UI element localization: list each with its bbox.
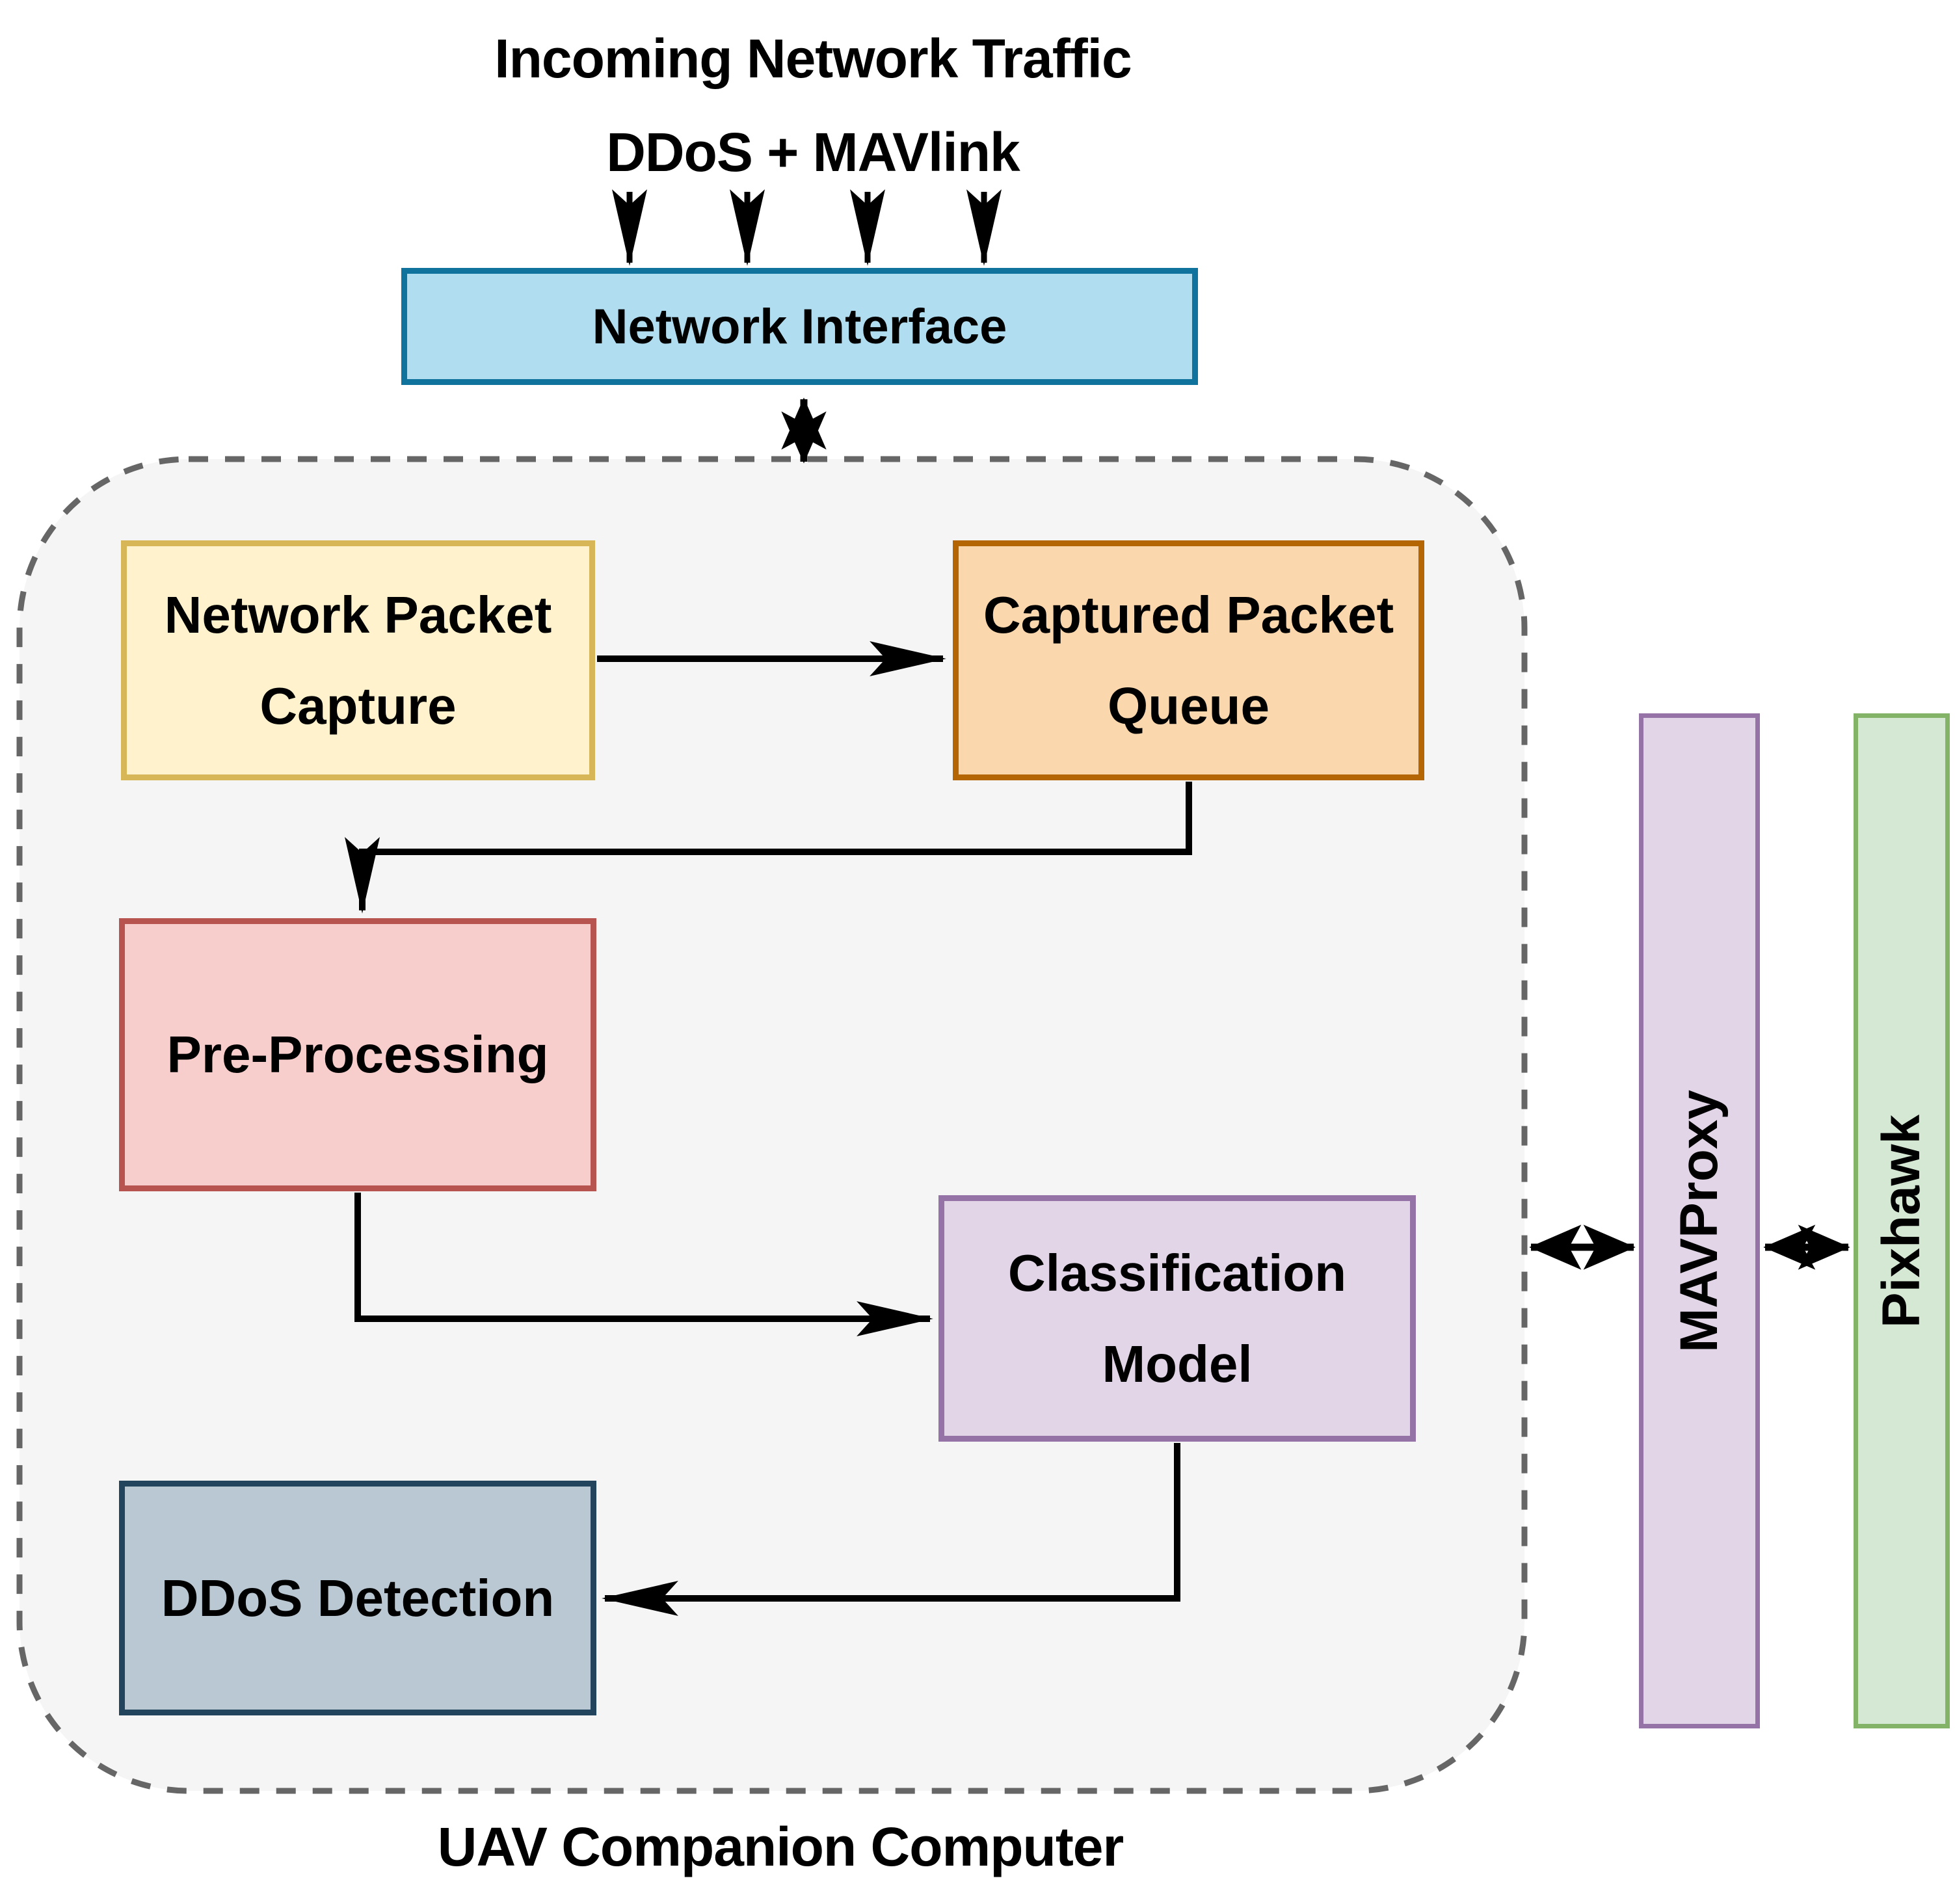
traffic-type-label: DDoS + MAVlink xyxy=(606,122,1020,183)
captured-packet-queue-node: Captured Packet Queue xyxy=(953,540,1424,780)
network-interface-node: Network Interface xyxy=(401,268,1198,385)
classification-to-ddos-arrow xyxy=(602,1443,1180,1616)
companion-computer-container xyxy=(16,456,1528,1794)
mavproxy-label: MAVProxy xyxy=(1669,1089,1729,1353)
queue-to-preprocessing-arrow xyxy=(345,782,1192,914)
ddos-detection-label: DDoS Detection xyxy=(161,1568,555,1627)
classification-model-label: Classification Model xyxy=(1007,1243,1347,1393)
mavproxy-node: MAVProxy xyxy=(1639,713,1760,1728)
network-interface-label: Network Interface xyxy=(592,298,1007,354)
preprocessing-to-classification-arrow xyxy=(354,1193,933,1336)
companion-computer-label: UAV Companion Computer xyxy=(437,1816,1124,1877)
captured-packet-queue-label: Captured Packet Queue xyxy=(983,585,1394,735)
pixhawk-label: Pixhawk xyxy=(1872,1114,1932,1328)
network-packet-capture-label: Network Packet Capture xyxy=(164,585,552,735)
ddos-detection-node: DDoS Detection xyxy=(119,1481,596,1715)
pixhawk-node: Pixhawk xyxy=(1854,713,1950,1728)
pre-processing-label: Pre-Processing xyxy=(166,1025,549,1083)
pre-processing-node: Pre-Processing xyxy=(119,918,596,1191)
incoming-traffic-title: Incoming Network Traffic xyxy=(494,28,1132,89)
network-packet-capture-node: Network Packet Capture xyxy=(121,540,595,780)
classification-model-node: Classification Model xyxy=(938,1195,1416,1442)
